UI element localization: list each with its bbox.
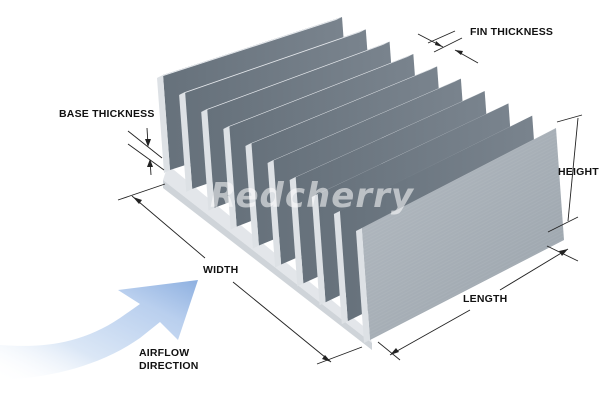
width-extension-line-top xyxy=(117,183,166,201)
base-thickness-extension-line xyxy=(127,130,163,159)
dimension-arrowheads xyxy=(133,41,568,362)
height-extension-line-top xyxy=(556,114,583,123)
fin-thickness-label: FIN THICKNESS xyxy=(470,26,554,38)
width-label: WIDTH xyxy=(203,264,239,276)
base-thickness-label: BASE THICKNESS xyxy=(59,108,155,120)
heatsink-fins xyxy=(157,17,564,343)
height-dimension-line xyxy=(567,117,579,222)
width-dimension-line xyxy=(131,195,206,259)
airflow-direction-label-line2: DIRECTION xyxy=(139,360,199,372)
height-label: HEIGHT xyxy=(558,166,599,178)
length-dimension-line xyxy=(389,309,471,356)
dimension-lines xyxy=(117,30,583,365)
airflow-arrow xyxy=(0,280,198,380)
fin-thickness-extension-line xyxy=(427,30,456,44)
width-extension-line-bottom xyxy=(316,346,363,365)
airflow-direction-label-line1: AIRFLOW xyxy=(139,347,190,359)
watermark-text: Redcherry xyxy=(210,176,415,216)
height-extension-line-bottom xyxy=(547,216,579,233)
length-extension-line-left xyxy=(377,341,401,361)
length-label: LENGTH xyxy=(463,293,508,305)
fin xyxy=(356,128,564,343)
